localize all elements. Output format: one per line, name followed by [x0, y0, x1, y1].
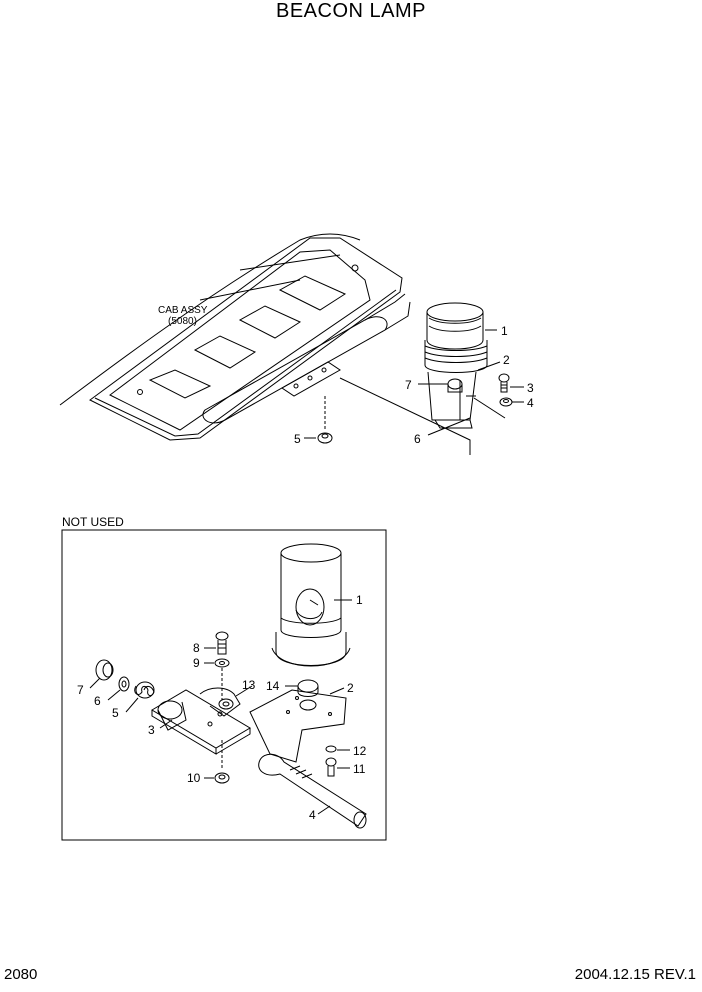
mount-plate [281, 361, 341, 397]
revision-date: 2004.12.15 REV.1 [574, 966, 696, 983]
plate-3 [151, 689, 251, 755]
bolt-8 [215, 631, 229, 655]
washer-6 [118, 676, 130, 692]
callout-lower-9: 9 [193, 656, 200, 670]
not-used-box [61, 529, 387, 841]
nut-5 [317, 432, 333, 444]
cab-assy-code: (5080) [168, 316, 197, 327]
clip-13 [199, 687, 241, 717]
bolt-4 [258, 753, 367, 829]
beacon-lamp-upper [424, 302, 488, 429]
callout-3: 3 [527, 381, 534, 395]
page-number: 2080 [4, 966, 38, 983]
cab-assy-label: CAB ASSY [158, 305, 208, 316]
callout-lower-10: 10 [187, 771, 201, 785]
callout-5: 5 [294, 432, 301, 446]
washer-9 [214, 658, 230, 668]
callout-4: 4 [527, 396, 534, 410]
callout-lower-13: 13 [242, 678, 256, 692]
beacon-lamp-lower [271, 543, 351, 667]
bracket-2 [249, 689, 347, 763]
screw-11 [325, 757, 337, 777]
handrail [202, 293, 411, 424]
spring-5 [134, 681, 155, 699]
cab-roof [59, 233, 403, 441]
not-used-label: NOT USED [62, 515, 124, 529]
callout-lower-8: 8 [193, 641, 200, 655]
callout-7: 7 [405, 378, 412, 392]
knob-7 [95, 659, 114, 681]
nut-4 [499, 397, 513, 407]
callout-lower-1: 1 [356, 593, 363, 607]
callout-lower-7: 7 [77, 683, 84, 697]
callout-lower-3: 3 [148, 723, 155, 737]
callout-1: 1 [501, 324, 508, 338]
lower-labels: 1 2 3 4 5 6 7 8 9 10 11 12 13 14 [77, 593, 367, 822]
callout-2: 2 [503, 353, 510, 367]
washer-12 [325, 745, 337, 753]
callout-lower-2: 2 [347, 681, 354, 695]
callout-lower-14: 14 [266, 679, 280, 693]
upper-labels: CAB ASSY (5080) 1 2 3 4 5 6 7 [158, 305, 534, 446]
callout-lower-11: 11 [353, 762, 366, 776]
callout-lower-12: 12 [353, 744, 367, 758]
screw-3 [498, 373, 510, 393]
callout-6: 6 [414, 432, 421, 446]
grommet-14 [297, 679, 319, 697]
page-title: BEACON LAMP [276, 0, 426, 22]
nut-10 [214, 772, 230, 784]
callout-lower-4: 4 [309, 808, 316, 822]
callout-lower-6: 6 [94, 694, 101, 708]
callout-lower-5: 5 [112, 706, 119, 720]
